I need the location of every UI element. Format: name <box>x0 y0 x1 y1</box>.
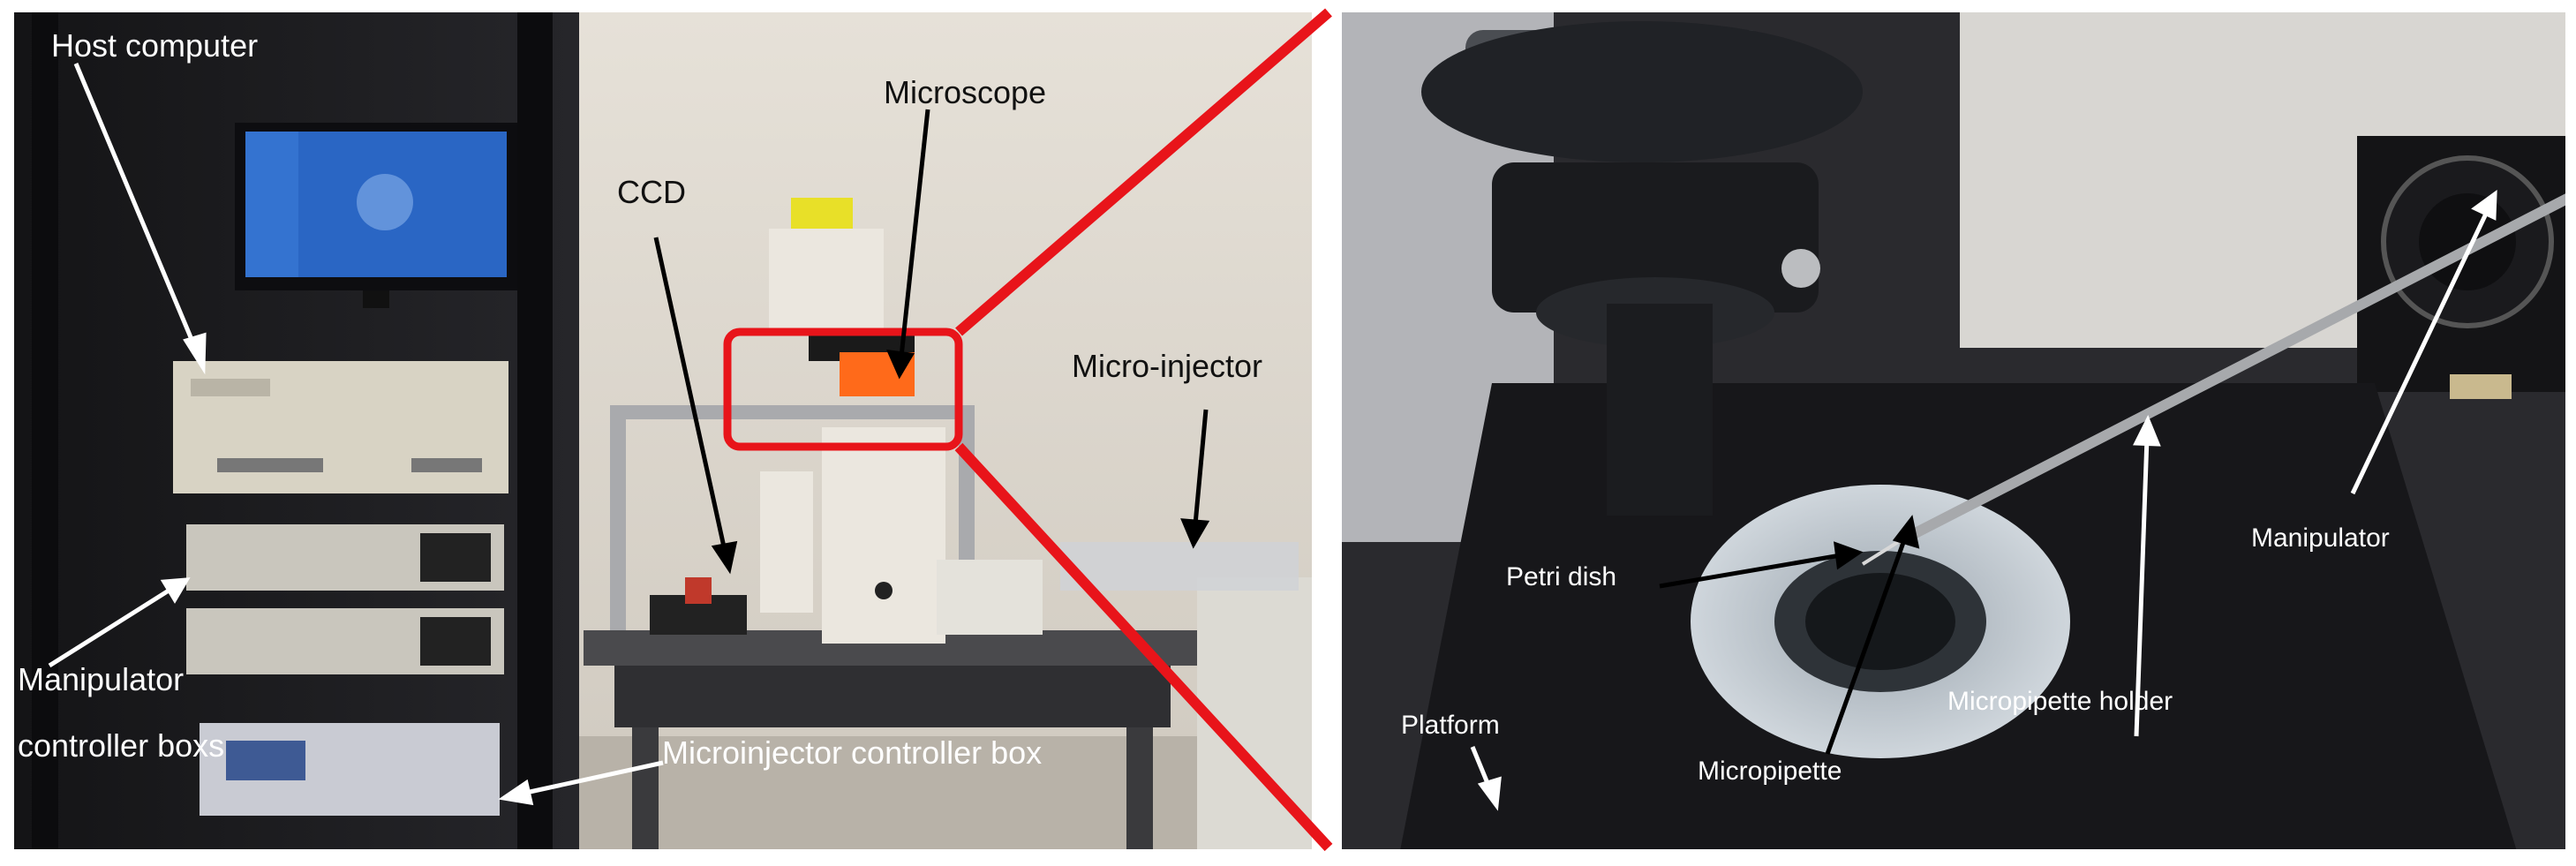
microinjector-controller-label: Microinjector controller box <box>662 734 1043 771</box>
ccd-arrow <box>653 237 727 552</box>
host-computer-label: Host computer <box>51 27 259 64</box>
microscope-label: Microscope <box>884 74 1047 110</box>
host-computer-arrow <box>73 63 198 349</box>
micropipette-holder-label: Micropipette holder <box>1947 687 2173 716</box>
ccd-label: CCD <box>617 174 686 210</box>
manipulator-label: Manipulator <box>2251 523 2390 553</box>
microscope-closeup-photo: Petri dish Manipulator Micropipette hold… <box>1342 12 2565 849</box>
zoom-highlight-box <box>723 328 963 451</box>
lab-setup-photo: Host computer Microscope CCD Micro-injec… <box>14 12 1312 849</box>
lab-setup-scene <box>14 12 1312 849</box>
manipulator-label-line2: controller boxs <box>18 727 225 764</box>
micro-injector-label: Micro-injector <box>1072 348 1263 384</box>
platform-arrow <box>1470 746 1492 788</box>
microscope-arrow <box>899 109 930 358</box>
manipulator-box-arrow <box>48 588 170 668</box>
micropipette-holder-arrow <box>2134 437 2150 737</box>
manipulator-arrow <box>2350 210 2489 495</box>
petri-dish-label: Petri dish <box>1506 562 1617 591</box>
microscope-body <box>769 229 884 335</box>
platform-label: Platform <box>1401 711 1500 740</box>
micropipette-label: Micropipette <box>1698 757 1842 786</box>
microinjector-controller-arrow <box>521 760 664 796</box>
closeup-scene <box>1342 12 2565 849</box>
micropipette-arrow <box>1825 537 1908 755</box>
micropipette-holder-rod <box>1895 193 2565 547</box>
manipulator-label-line1: Manipulator <box>18 661 185 697</box>
petri-dish-arrow <box>1659 553 1842 589</box>
